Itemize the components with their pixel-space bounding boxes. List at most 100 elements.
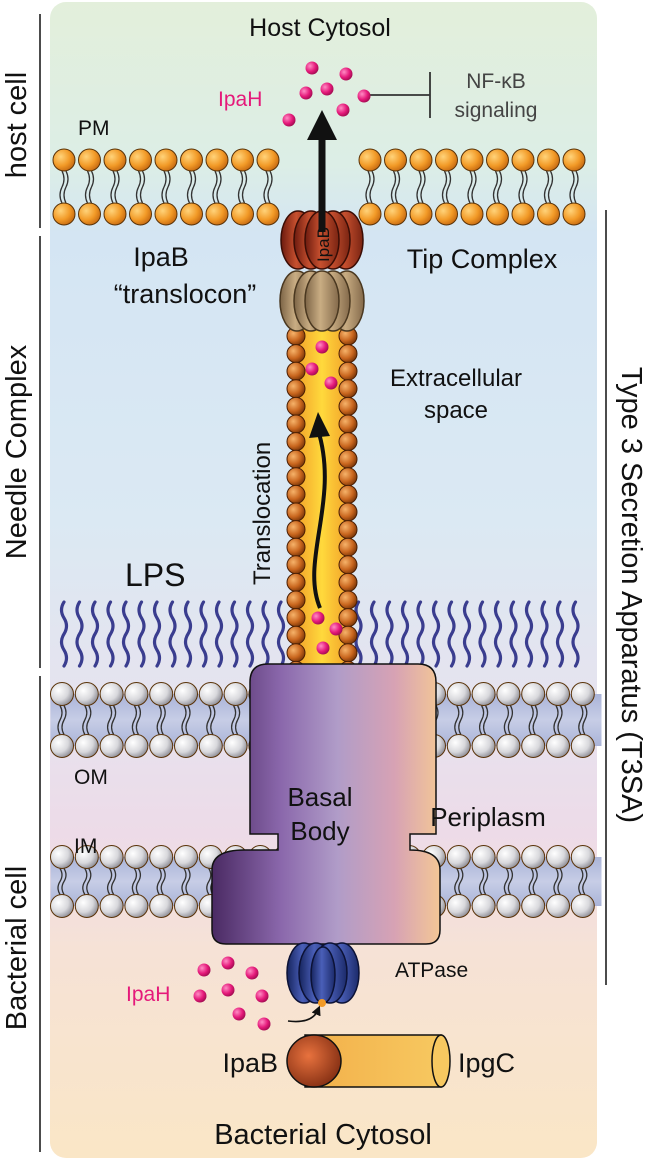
- lps-strand: [152, 600, 162, 668]
- needle-subunit: [338, 361, 358, 381]
- needle-subunit: [286, 502, 306, 522]
- needle-subunit: [286, 396, 306, 416]
- lps-strand: [555, 600, 565, 668]
- needle-subunit: [338, 396, 358, 416]
- lipid-head: [409, 148, 433, 172]
- lps-strand: [137, 600, 146, 668]
- lps-strand: [462, 600, 472, 668]
- side-brackets: [39, 14, 607, 1152]
- translocation-arrow: [312, 429, 327, 609]
- lipid-head: [223, 734, 248, 758]
- lipid-head: [562, 202, 586, 226]
- lipid-head: [384, 148, 407, 172]
- lipid-head: [124, 734, 149, 758]
- lps-strand: [400, 600, 410, 668]
- needle-subunit: [338, 484, 358, 504]
- lipid-head: [496, 682, 521, 706]
- host-cell-side-label: host cell: [1, 72, 33, 178]
- lipid-head: [446, 845, 471, 869]
- lipid-head: [198, 682, 223, 706]
- lps-strand: [524, 600, 534, 668]
- lipid-head: [174, 682, 198, 706]
- lipid-head: [154, 202, 178, 226]
- lipid-head: [149, 845, 174, 869]
- needle-subunit: [338, 414, 358, 434]
- lipid-head: [124, 894, 149, 918]
- lipid-head: [99, 845, 124, 869]
- needle-subunit: [286, 484, 306, 504]
- needle-subunit: [338, 449, 358, 469]
- needle-subunit: [286, 643, 306, 663]
- lipid-head: [460, 202, 484, 226]
- ipab-ipgc-chaperone: [286, 1034, 451, 1088]
- needle-subunit: [286, 432, 306, 452]
- lipid-head: [256, 202, 280, 226]
- needle-subunit: [286, 414, 306, 434]
- translocation-label: Translocation: [249, 442, 276, 585]
- lipid-head: [103, 202, 127, 226]
- needle-subunit: [286, 449, 306, 469]
- ipab-translocon-label-1: IpaB: [133, 242, 189, 272]
- lipid-head: [486, 148, 509, 172]
- lps-strand: [509, 600, 518, 668]
- om-label: OM: [74, 766, 108, 789]
- lipid-head: [496, 845, 521, 869]
- lipid-head: [435, 148, 458, 172]
- lps-strand: [416, 600, 425, 668]
- lipid-head: [521, 734, 546, 758]
- ipah-bacterial-label: IpaH: [126, 983, 170, 1006]
- lipid-head: [446, 682, 471, 706]
- ipab-chaperone-label: IpaB: [222, 1048, 278, 1078]
- lipid-head: [570, 734, 595, 758]
- lipid-head: [570, 894, 595, 918]
- lipid-head: [174, 845, 198, 869]
- lipid-head: [50, 845, 74, 869]
- lps-strand: [540, 600, 549, 668]
- needle-subunit: [286, 520, 306, 540]
- needle-subunit: [286, 379, 306, 399]
- lps-strand: [245, 600, 255, 668]
- needle-subunit: [286, 625, 306, 645]
- lipid-head: [74, 682, 99, 706]
- lps-strand: [199, 600, 208, 668]
- basal-body-label-2: Body: [290, 816, 349, 846]
- lps-strand: [214, 600, 224, 668]
- lps-strand: [59, 600, 69, 668]
- lipid-head: [460, 148, 484, 172]
- bacterial-cytosol-label: Bacterial Cytosol: [214, 1119, 432, 1151]
- extracellular-label-1: Extracellular: [390, 365, 522, 392]
- lipid-head: [50, 734, 74, 758]
- lipid-head: [546, 845, 570, 869]
- ipah-bacterial-dots: [193, 956, 271, 1031]
- lipid-head: [231, 148, 254, 172]
- lps-strand: [261, 600, 270, 668]
- needle-subunit: [286, 467, 306, 487]
- lipid-head: [471, 734, 496, 758]
- lipid-head: [537, 202, 560, 226]
- lps-strand: [75, 600, 84, 668]
- lipid-head: [99, 682, 124, 706]
- lipid-head: [78, 202, 101, 226]
- lipid-head: [52, 202, 76, 226]
- lipid-head: [198, 734, 223, 758]
- lipid-head: [496, 734, 521, 758]
- inhibition-bar: [368, 72, 431, 118]
- lps-strand: [431, 600, 441, 668]
- lipid-head: [570, 845, 595, 869]
- lipid-head: [446, 734, 471, 758]
- lipid-head: [570, 682, 595, 706]
- needle-subunit: [286, 344, 306, 364]
- lipid-head: [511, 148, 535, 172]
- needle-subunit: [286, 537, 306, 557]
- lps-label: LPS: [125, 557, 185, 593]
- lps-strand: [478, 600, 487, 668]
- lipid-head: [154, 148, 178, 172]
- lps-strand: [493, 600, 503, 668]
- lps-strand: [571, 600, 580, 668]
- needle-subunit: [338, 643, 358, 663]
- needle-subunit: [338, 555, 358, 575]
- needle-subunit: [338, 608, 358, 628]
- lps-strand: [90, 600, 100, 668]
- lipid-head: [358, 202, 382, 226]
